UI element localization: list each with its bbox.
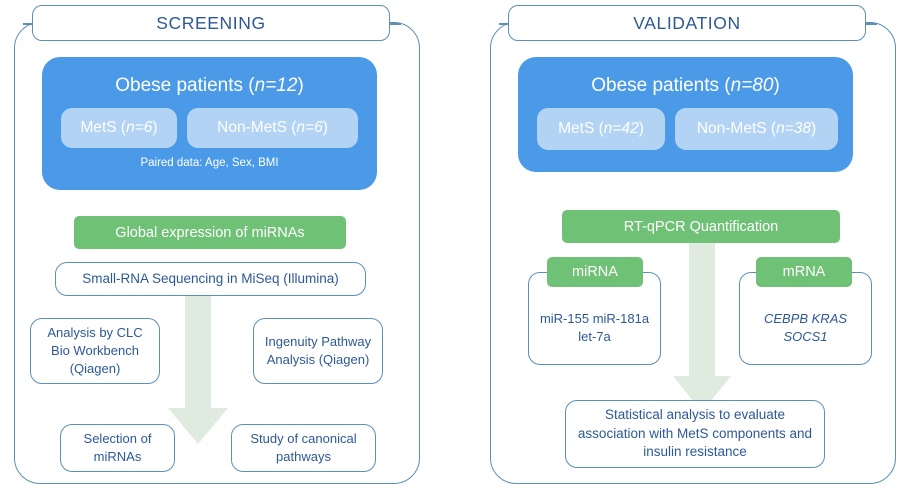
validation-mirna-tab-label: miRNA xyxy=(572,264,618,280)
screening-cohort-title-suffix: ) xyxy=(297,75,304,96)
title-connector-stub-left-screening xyxy=(23,23,35,25)
screening-flow-arrow xyxy=(168,296,228,444)
screening-paired-data-note: Paired data: Age, Sex, BMI xyxy=(140,157,279,169)
screening-cohort-title-n: n=12 xyxy=(254,75,298,96)
validation-statistical-analysis-label: Statistical analysis to evaluate associa… xyxy=(577,407,813,460)
validation-subgroup-mets-name: MetS xyxy=(558,120,595,137)
screening-sequencing-box: Small-RNA Sequencing in MiSeq (Illumina) xyxy=(55,262,366,296)
screening-subgroup-non-mets-n: n=6 xyxy=(296,119,323,136)
validation-mirna-targets-box: miR-155 miR-181a let-7a xyxy=(528,272,661,365)
screening-canonical-outcome-label: Study of canonical pathways xyxy=(250,431,357,464)
validation-process-label: RT-qPCR Quantification xyxy=(623,218,779,235)
screening-canonical-outcome-box: Study of canonical pathways xyxy=(231,424,376,472)
screening-cohort-title: Obese patients (n=12) xyxy=(42,75,377,97)
validation-cohort-block: Obese patients (n=80) MetS (n=42) Non-Me… xyxy=(518,57,853,172)
screening-subgroup-mets-name: MetS xyxy=(80,119,117,136)
screening-title: SCREENING xyxy=(32,5,390,41)
title-connector-stub-right-screening xyxy=(388,23,401,25)
screening-subgroup-non-mets: Non-MetS (n=6) xyxy=(187,108,358,148)
screening-subgroup-mets: MetS (n=6) xyxy=(61,108,177,148)
validation-cohort-title: Obese patients (n=80) xyxy=(518,75,853,97)
validation-subgroup-mets: MetS (n=42) xyxy=(537,108,665,150)
title-connector-stub-right-validation xyxy=(864,23,877,25)
screening-process-bar: Global expression of miRNAs xyxy=(74,216,346,249)
screening-selection-outcome-label: Selection of miRNAs xyxy=(83,431,152,464)
screening-title-label: SCREENING xyxy=(156,12,266,33)
screening-sequencing-label: Small-RNA Sequencing in MiSeq (Illumina) xyxy=(82,270,339,286)
screening-cohort-block: Obese patients (n=12) MetS (n=6) Non-Met… xyxy=(42,57,377,190)
validation-flow-arrow xyxy=(673,240,731,412)
validation-process-bar: RT-qPCR Quantification xyxy=(562,210,840,243)
validation-cohort-title-n: n=80 xyxy=(730,75,774,96)
validation-mrna-targets-label: CEBPB KRAS SOCS1 xyxy=(763,310,848,344)
validation-cohort-title-prefix: Obese patients ( xyxy=(591,75,731,96)
validation-subgroup-non-mets-name: Non-MetS xyxy=(696,120,767,137)
screening-subgroup-mets-n: n=6 xyxy=(126,119,153,136)
screening-clc-analysis-label: Analysis by CLC Bio Workbench (Qiagen) xyxy=(47,325,143,376)
screening-ingenuity-analysis-box: Ingenuity Pathway Analysis (Qiagen) xyxy=(253,318,383,384)
validation-subgroup-non-mets: Non-MetS (n=38) xyxy=(675,108,838,150)
validation-title-label: VALIDATION xyxy=(633,12,741,33)
title-connector-stub-left-validation xyxy=(499,23,511,25)
validation-mrna-targets-box: CEBPB KRAS SOCS1 xyxy=(739,272,872,365)
screening-process-label: Global expression of miRNAs xyxy=(115,224,305,241)
validation-subgroup-mets-n: n=42 xyxy=(603,120,639,137)
validation-mirna-targets-label: miR-155 miR-181a let-7a xyxy=(539,310,650,344)
validation-title: VALIDATION xyxy=(508,5,866,41)
screening-subgroup-non-mets-name: Non-MetS xyxy=(217,119,287,136)
screening-clc-analysis-box: Analysis by CLC Bio Workbench (Qiagen) xyxy=(30,318,160,384)
validation-mrna-tab-label: mRNA xyxy=(782,264,826,280)
screening-cohort-title-prefix: Obese patients ( xyxy=(115,75,255,96)
screening-ingenuity-analysis-label: Ingenuity Pathway Analysis (Qiagen) xyxy=(264,334,372,367)
validation-mrna-tab: mRNA xyxy=(756,257,852,287)
validation-subgroup-non-mets-n: n=38 xyxy=(776,120,811,137)
screening-selection-outcome-box: Selection of miRNAs xyxy=(60,424,175,472)
validation-mirna-tab: miRNA xyxy=(547,257,643,287)
validation-cohort-title-suffix: ) xyxy=(773,75,780,96)
validation-statistical-analysis-box: Statistical analysis to evaluate associa… xyxy=(565,400,825,468)
